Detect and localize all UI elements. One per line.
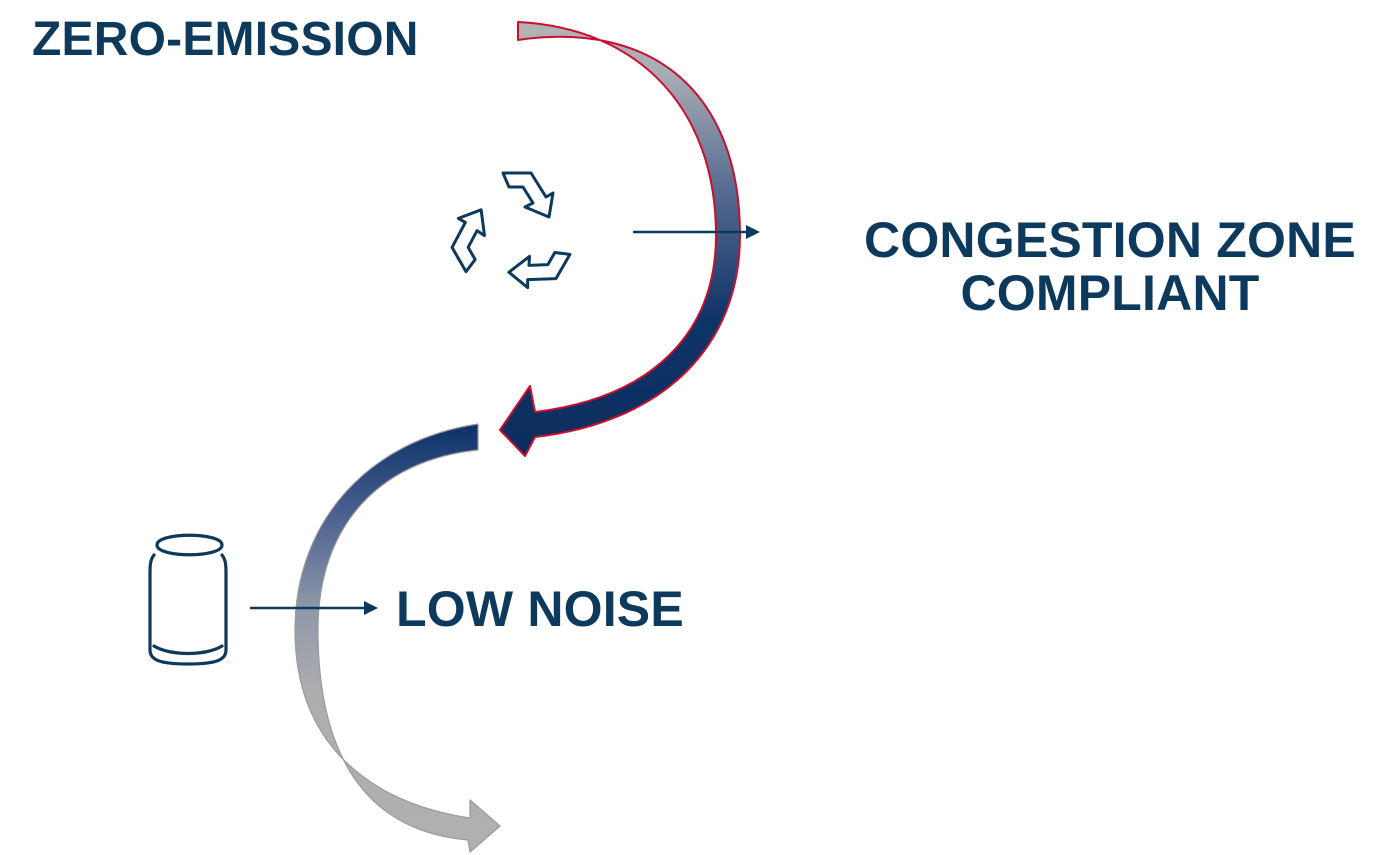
low-noise-label: LOW NOISE (396, 581, 684, 637)
zero-emission-label: ZERO-EMISSION (32, 13, 419, 66)
congestion-label-line1: CONGESTION ZONE (864, 212, 1356, 268)
connector-arrow-congestion (633, 225, 760, 239)
cylinder-icon (148, 533, 228, 666)
lower-flow-arrow (294, 423, 501, 853)
congestion-zone-label: CONGESTION ZONE COMPLIANT (800, 214, 1389, 320)
connector-arrow-noise (250, 601, 378, 615)
upper-flow-arrow (499, 21, 741, 457)
congestion-label-line2: COMPLIANT (960, 265, 1260, 321)
recycle-icon (450, 171, 572, 290)
